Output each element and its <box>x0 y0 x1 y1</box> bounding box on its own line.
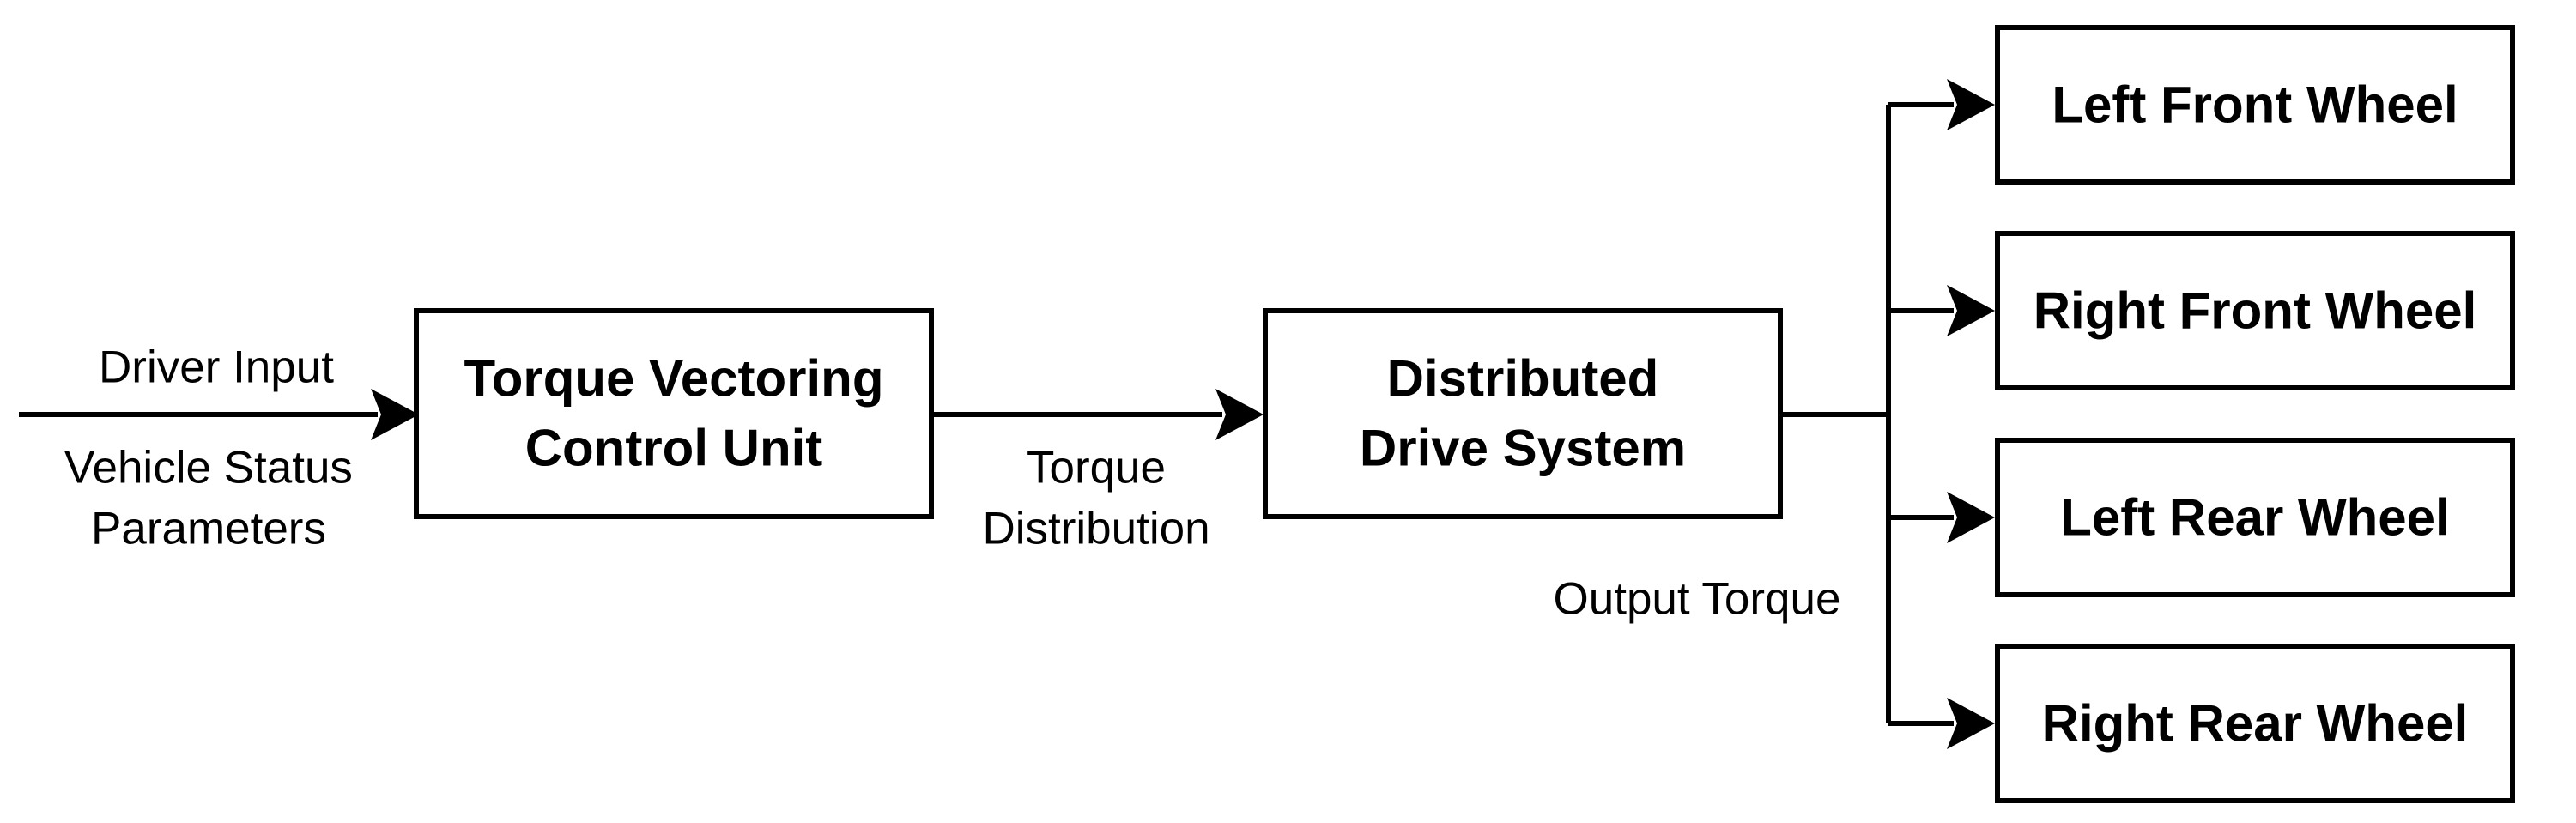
right-rear-wheel-block: Right Rear Wheel <box>1995 644 2515 803</box>
right-front-wheel-block: Right Front Wheel <box>1995 231 2515 390</box>
distribution-label: Distribution <box>982 504 1209 554</box>
left-front-wheel-block: Left Front Wheel <box>1995 25 2515 185</box>
left-front-wheel-label: Left Front Wheel <box>2052 76 2458 134</box>
arrow-to-right-front-wheel <box>1888 285 1995 336</box>
output-torque-bus <box>1783 79 1995 749</box>
arrow-to-right-rear-wheel <box>1888 698 1995 749</box>
torque-distribution-arrow <box>934 389 1264 440</box>
output-torque-label: Output Torque <box>1554 574 1841 625</box>
arrow-to-left-front-wheel <box>1888 79 1995 130</box>
dds-label-line1: Distributed <box>1387 350 1659 408</box>
right-front-wheel-label: Right Front Wheel <box>2034 282 2477 340</box>
dds-label-line2: Drive System <box>1360 420 1686 477</box>
left-rear-wheel-block: Left Rear Wheel <box>1995 438 2515 597</box>
left-rear-wheel-label: Left Rear Wheel <box>2060 489 2449 547</box>
tvcu-label-line2: Control Unit <box>525 420 823 477</box>
tvcu-label-line1: Torque Vectoring <box>464 350 884 408</box>
torque-label: Torque <box>1027 443 1166 493</box>
torque-vectoring-control-unit-block: Torque Vectoring Control Unit <box>414 308 934 519</box>
driver-input-label: Driver Input <box>99 342 334 393</box>
arrow-to-left-rear-wheel <box>1888 492 1995 543</box>
parameters-label: Parameters <box>91 504 326 554</box>
right-rear-wheel-label: Right Rear Wheel <box>2042 695 2469 753</box>
vehicle-status-label: Vehicle Status <box>64 443 353 493</box>
distributed-drive-system-block: Distributed Drive System <box>1263 308 1783 519</box>
input-arrow <box>19 389 419 440</box>
